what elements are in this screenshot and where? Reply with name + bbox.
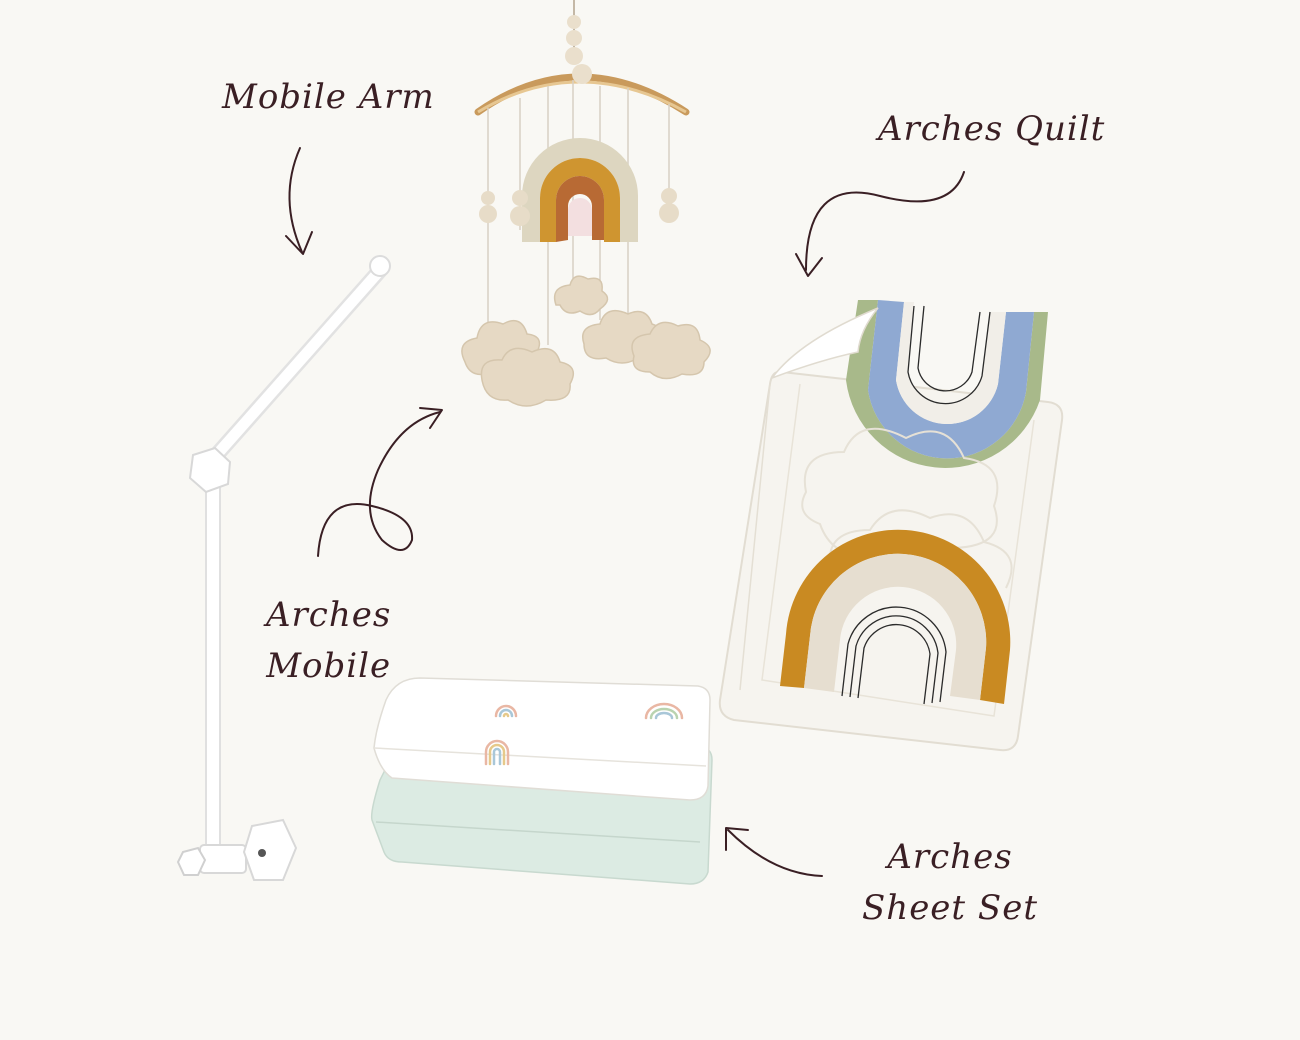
arches-sheet-set-label-line1: Arches — [887, 837, 1013, 877]
rainbow-print — [494, 704, 518, 718]
arches-mobile-label-line1: Arches — [266, 595, 392, 635]
arrow-mobile-arm-icon — [285, 147, 313, 255]
arches-mobile-illustration — [461, 0, 711, 407]
arches-quilt-label: Arches Quilt — [878, 104, 1105, 155]
arrow-arches-quilt-icon — [795, 171, 965, 277]
rainbow-print — [484, 739, 510, 766]
arches-mobile-label: Arches Mobile — [266, 590, 391, 692]
arches-sheet-set-illustration — [370, 677, 713, 885]
arches-sheet-set-label: Arches Sheet Set — [862, 832, 1038, 934]
arrow-arches-sheet-set-icon — [725, 827, 823, 877]
mobile-arm-label-text: Mobile Arm — [222, 77, 435, 117]
arches-quilt-label-text: Arches Quilt — [878, 109, 1106, 149]
mobile-arm-illustration — [176, 255, 391, 881]
arches-quilt-illustration — [718, 300, 1064, 752]
arches-sheet-set-label-line2: Sheet Set — [862, 888, 1038, 928]
arches-mobile-label-line2: Mobile — [266, 646, 392, 686]
arrow-arches-mobile-icon — [317, 407, 443, 557]
mobile-arm-label: Mobile Arm — [222, 72, 435, 123]
rainbow-print — [644, 702, 684, 720]
